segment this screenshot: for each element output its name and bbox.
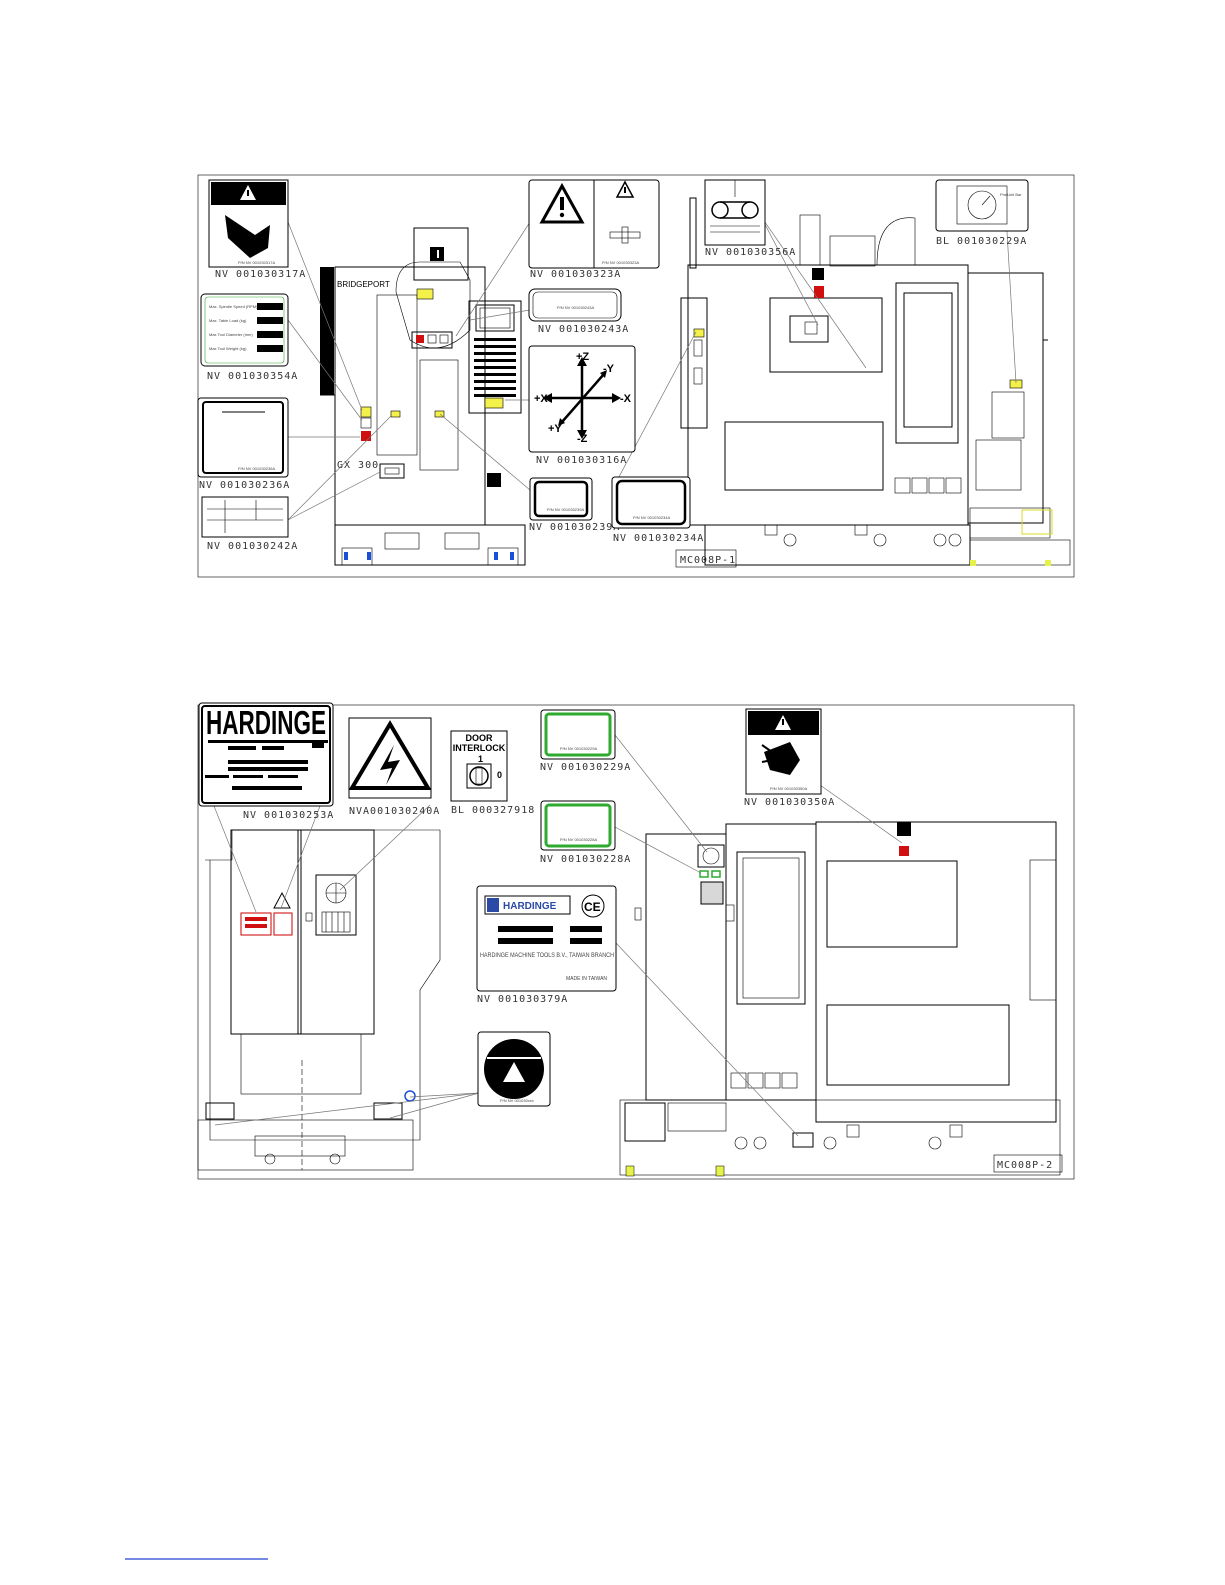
door-interlock-pos1: 1 [478, 754, 483, 764]
label-239A: P/N NV 001030239A NV 001030239A [529, 477, 620, 533]
part-number-229A: NV 001030229A [540, 762, 631, 773]
machine-side-view-2 [619, 821, 1061, 1177]
part-number-234A: NV 001030234A [613, 533, 704, 544]
axis-minus-y: -Y [603, 363, 615, 375]
label-356A: NV 001030356A [704, 179, 796, 258]
label-317A: P/N NV 001030317A NV 001030317A [208, 179, 306, 280]
drawing-frame-1 [197, 174, 1075, 578]
axis-minus-x: -X [620, 393, 632, 405]
axis-plus-y: +Y [548, 423, 562, 435]
machine-side-view [680, 197, 1071, 566]
svg-text:Max. Table Load (kg): Max. Table Load (kg) [209, 318, 247, 323]
axis-minus-z: -Z [577, 433, 588, 445]
drawing-id-1: MC008P-1 [680, 555, 736, 566]
label-379A-ce-plate: HARDINGE CE HARDINGE MACHINE TOOLS B.V.,… [476, 885, 617, 1005]
part-number-323A: NV 001030323A [530, 269, 621, 280]
diagram-2: HARDINGE NV 001030253A NVA001030240A DOO… [197, 702, 1075, 1180]
part-number-253A: NV 001030253A [243, 810, 334, 821]
label-354A: Max. Spindle Speed (RPM) Max. Table Load… [200, 293, 298, 382]
drawing-id-box-1 [675, 549, 737, 568]
ce-mark: CE [584, 900, 601, 914]
svg-text:Max Tool Weight (kg): Max Tool Weight (kg) [209, 346, 247, 351]
label-lift-point: P/N NV 001030xxx [477, 1031, 551, 1107]
brand-text: BRIDGEPORT [337, 280, 390, 289]
part-number-242A: NV 001030242A [207, 541, 298, 552]
ce-plate-brand: HARDINGE [503, 901, 557, 912]
part-number-243A: NV 001030243A [538, 324, 629, 335]
part-number-317A: NV 001030317A [215, 269, 306, 280]
part-number-354A: NV 001030354A [207, 371, 298, 382]
door-interlock-pos0: 0 [497, 770, 502, 780]
machine-front-view: BRIDGEPORT GX 300 [320, 227, 526, 566]
label-918-door-interlock: DOOR INTERLOCK 1 0 BL 000327918 [450, 730, 535, 816]
part-number-240A: NVA001030240A [349, 806, 440, 817]
svg-text:P/N NV 001030228A: P/N NV 001030228A [560, 837, 597, 842]
svg-text:P/N NV 001030229A: P/N NV 001030229A [560, 746, 597, 751]
svg-text:P/N NV 001030243A: P/N NV 001030243A [557, 305, 594, 310]
label-228A-green: P/N NV 001030228A NV 001030228A [540, 800, 631, 865]
svg-text:P/N NV 001030236A: P/N NV 001030236A [238, 466, 275, 471]
part-number-379A: NV 001030379A [477, 994, 568, 1005]
svg-text:P/N NV 001030234A: P/N NV 001030234A [633, 515, 670, 520]
machine-rear-view [197, 829, 441, 1171]
label-243A: P/N NV 001030243A NV 001030243A [528, 288, 629, 335]
part-number-356A: NV 001030356A [705, 247, 796, 258]
svg-text:P/N NV 001030323A: P/N NV 001030323A [602, 260, 639, 265]
part-number-228A: NV 001030228A [540, 854, 631, 865]
label-229A-gauge: PneUnit Bar BL 001030229A [935, 179, 1029, 247]
axis-plus-x: +X [534, 393, 548, 405]
svg-text:Max. Spindle Speed (RPM): Max. Spindle Speed (RPM) [209, 304, 258, 309]
part-number-316A: NV 001030316A [536, 455, 627, 466]
label-242A: NV 001030242A [201, 496, 298, 552]
door-interlock-line2: INTERLOCK [453, 743, 506, 753]
drawing-id-2: MC008P-2 [997, 1160, 1053, 1171]
model-text: GX 300 [337, 460, 379, 471]
svg-text:P/N NV 001030350A: P/N NV 001030350A [770, 786, 807, 791]
leader-lines-2 [213, 734, 903, 1137]
leader-lines-1 [287, 214, 1017, 521]
drawing-id-box-2 [993, 1154, 1063, 1173]
svg-text:P/N NV 001030xxx: P/N NV 001030xxx [500, 1098, 534, 1103]
label-234A: P/N NV 001030234A NV 001030234A [611, 476, 704, 544]
part-number-918: BL 000327918 [451, 805, 535, 816]
label-350A-warning: P/N NV 001030350A NV 001030350A [744, 708, 835, 808]
part-number-229A-top: BL 001030229A [936, 236, 1027, 247]
svg-text:P/N NV 001030239A: P/N NV 001030239A [547, 507, 584, 512]
door-interlock-line1: DOOR [466, 733, 494, 743]
part-number-239A: NV 001030239A [529, 522, 620, 533]
svg-text:PneUnit Bar: PneUnit Bar [1000, 192, 1022, 197]
svg-text:Max Tool Diameter (mm): Max Tool Diameter (mm) [209, 332, 253, 337]
label-236A: P/N NV 001030236A NV 001030236A [197, 397, 290, 491]
ce-plate-origin: MADE IN TAIWAN [566, 976, 607, 982]
hardinge-plate-text: HARDINGE [206, 704, 326, 741]
drawing-frame-2 [197, 704, 1075, 1180]
axis-plus-z: +Z [576, 351, 589, 363]
ce-plate-company: HARDINGE MACHINE TOOLS B.V., TAIWAN BRAN… [480, 953, 614, 959]
part-number-236A: NV 001030236A [199, 480, 290, 491]
svg-text:P/N NV 001030317A: P/N NV 001030317A [238, 260, 275, 265]
diagram-1: BRIDGEPORT GX 300 [197, 174, 1075, 578]
label-240A-high-voltage: NVA001030240A [348, 717, 440, 817]
label-229A-green: P/N NV 001030229A NV 001030229A [540, 709, 631, 773]
label-253A-hardinge-plate: HARDINGE NV 001030253A [198, 702, 334, 821]
part-number-350A: NV 001030350A [744, 797, 835, 808]
label-316A-axes: +Z -Z +X -X +Y -Y NV 001030316A [528, 345, 636, 466]
label-323A: P/N NV 001030323A NV 001030323A [528, 179, 660, 280]
